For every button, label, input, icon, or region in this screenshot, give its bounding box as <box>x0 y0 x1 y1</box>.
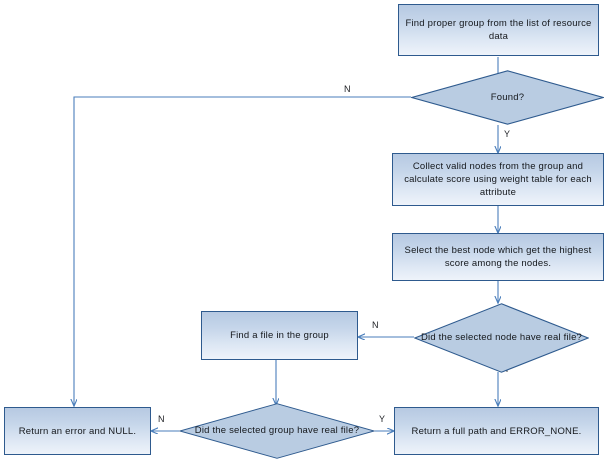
diamond-shape <box>411 70 604 125</box>
diamond-shape <box>179 403 375 459</box>
edge-label-group-file-yes: Y <box>379 414 386 424</box>
diamond-shape <box>414 303 589 373</box>
node-return-full-path[interactable]: Return a full path and ERROR_NONE. <box>394 407 599 455</box>
node-return-error-and-null-label: Return an error and NULL. <box>18 425 137 437</box>
node-did-selected-node-have-real-file[interactable]: Did the selected node have real file? <box>414 303 589 373</box>
node-return-error-and-null[interactable]: Return an error and NULL. <box>4 407 151 455</box>
node-find-proper-group[interactable]: Find proper group from the list of resou… <box>398 4 599 56</box>
edge-label-found-no: N <box>344 84 351 94</box>
node-select-best-node[interactable]: Select the best node which get the highe… <box>392 233 604 281</box>
node-did-selected-group-have-real-file[interactable]: Did the selected group have real file? <box>179 403 375 459</box>
edge-label-node-file-no: N <box>372 320 379 330</box>
node-collect-valid-nodes-label: Collect valid nodes from the group and c… <box>404 161 592 198</box>
node-find-file-in-group-label: Find a file in the group <box>230 330 329 341</box>
node-collect-valid-nodes[interactable]: Collect valid nodes from the group and c… <box>392 153 604 206</box>
connector-found-no-to-return-error <box>74 96 411 406</box>
node-return-full-path-label: Return a full path and ERROR_NONE. <box>411 425 582 437</box>
node-found-decision[interactable]: Found? <box>411 70 604 125</box>
edge-label-found-yes: Y <box>504 129 511 139</box>
node-select-best-node-label: Select the best node which get the highe… <box>404 245 592 269</box>
edge-label-group-file-no: N <box>158 414 165 424</box>
node-find-proper-group-label: Find proper group from the list of resou… <box>405 18 592 42</box>
node-find-file-in-group[interactable]: Find a file in the group <box>201 311 358 360</box>
